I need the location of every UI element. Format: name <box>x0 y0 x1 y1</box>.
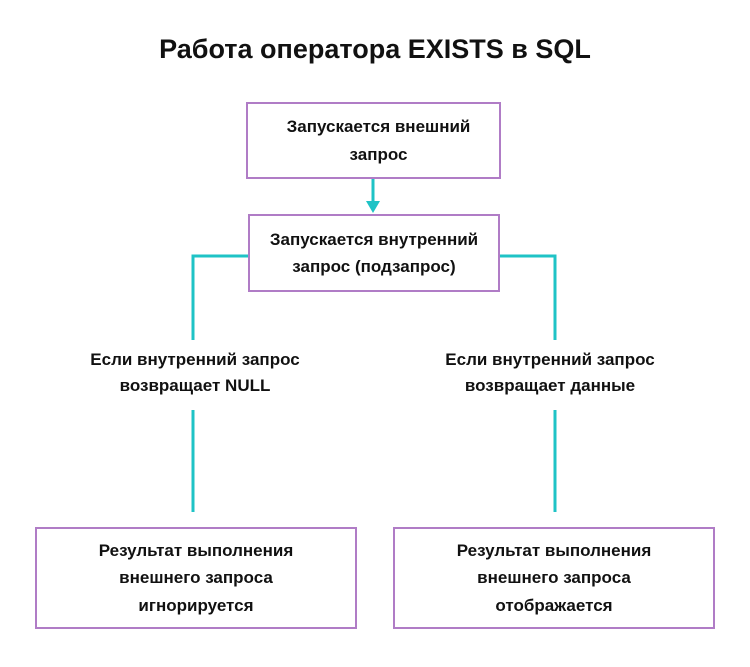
condition-null-line2: возвращает NULL <box>119 376 271 396</box>
condition-returns-data: Если внутренний запрос возвращает данные <box>410 347 690 400</box>
node-inner-query-line1: Запускается внутренний <box>269 229 479 249</box>
node-result-ignored-line1: Результат выполнения <box>98 541 294 561</box>
connector-inner-to-data <box>500 254 557 340</box>
node-result-ignored-line2: внешнего запроса <box>119 568 273 588</box>
condition-null-line1: Если внутренний запрос <box>90 350 300 369</box>
node-outer-query-line2: запрос <box>349 144 408 164</box>
diagram-title: Работа оператора EXISTS в SQL <box>159 34 591 64</box>
node-result-displayed-line2: внешнего запроса <box>477 568 631 588</box>
node-outer-query: Запускается внешний запрос <box>246 102 501 179</box>
condition-data-line2: возвращает данные <box>464 376 636 396</box>
node-outer-query-line1: Запускается внешний <box>286 117 471 137</box>
node-result-displayed-line1: Результат выполнения <box>456 541 652 561</box>
arrowhead-down <box>366 201 380 213</box>
node-result-ignored: Результат выполнения внешнего запроса иг… <box>35 527 357 629</box>
node-inner-query-line2: запрос (подзапрос) <box>292 257 456 276</box>
node-result-displayed: Результат выполнения внешнего запроса от… <box>393 527 715 629</box>
condition-returns-null: Если внутренний запрос возвращает NULL <box>55 347 335 400</box>
condition-data-line1: Если внутренний запрос <box>445 350 655 369</box>
node-inner-query: Запускается внутренний запрос (подзапрос… <box>248 214 500 292</box>
node-result-ignored-line3: игнорируется <box>138 595 254 615</box>
connector-inner-to-null <box>191 254 248 340</box>
node-result-displayed-line3: отображается <box>495 595 613 615</box>
